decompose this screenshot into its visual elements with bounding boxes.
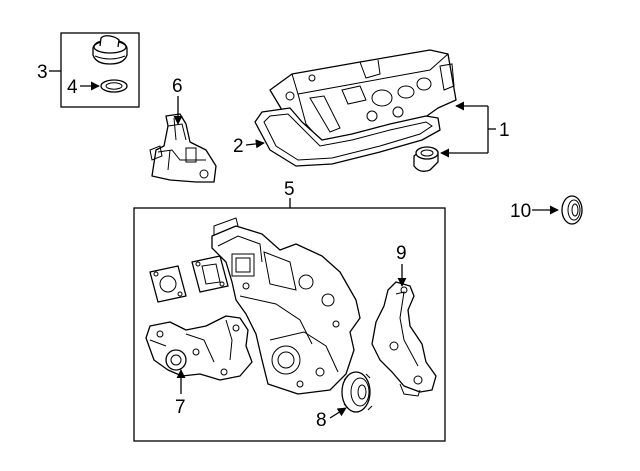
water-pump[interactable] [145,315,253,381]
callout-8: 8 [316,410,327,431]
water-inlet-gasket-right[interactable] [191,255,229,293]
callout-2: 2 [233,136,244,157]
callout-10: 10 [510,201,531,222]
cap-gasket-ring[interactable] [100,79,128,93]
spark-plug-tube-seal[interactable] [413,146,439,172]
leader-1 [440,101,496,158]
callout-3: 3 [37,62,48,83]
callout-1: 1 [499,120,510,141]
pcv-separator[interactable] [149,113,217,183]
leader-2 [245,139,265,149]
callout-4: 4 [67,77,78,98]
timing-chain-cover[interactable] [211,217,361,395]
callout-6: 6 [172,76,183,97]
oil-filler-cap[interactable] [92,35,128,65]
leader-8 [329,407,347,419]
valve-cover-gasket[interactable] [254,107,441,167]
crankshaft-seal[interactable] [561,195,583,225]
callout-9: 9 [396,243,407,264]
oil-cap-group-box [60,32,140,108]
callout-5: 5 [284,179,295,200]
chain-tensioner-guide[interactable] [371,281,437,397]
oil-pump-rotor[interactable] [341,371,373,413]
water-inlet-gasket-left[interactable] [149,265,187,303]
callout-7: 7 [175,397,186,418]
